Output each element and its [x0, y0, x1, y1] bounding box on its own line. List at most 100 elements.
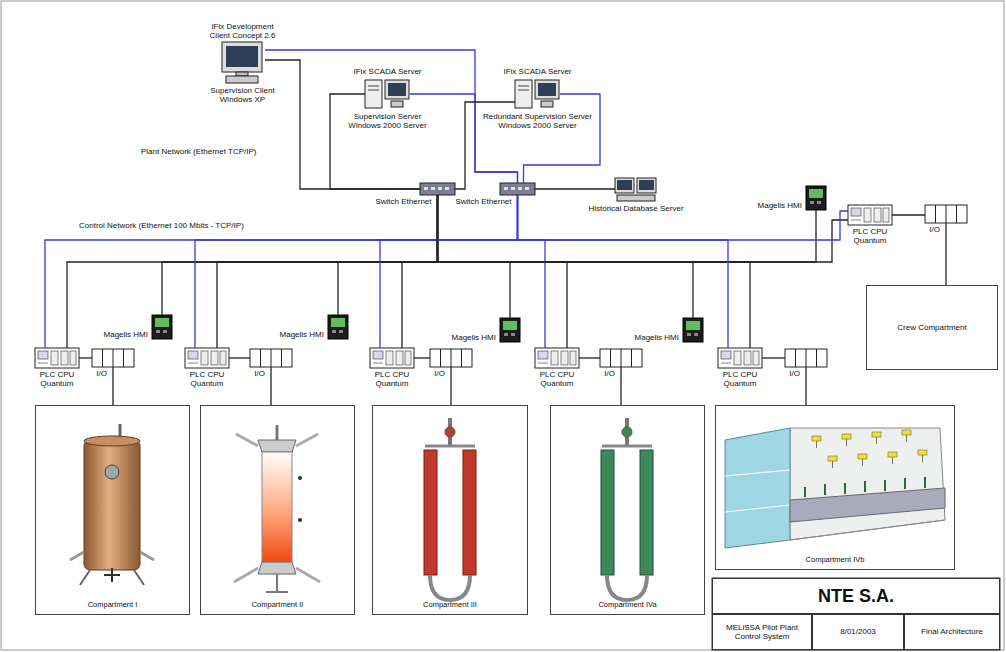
node-label: I/O [433, 369, 446, 378]
node-label: NTE S.A. [818, 586, 894, 607]
ethernet-switch: Switch Ethernet [500, 183, 535, 195]
network-link [438, 195, 511, 318]
node-label: MELiSSA Pilot Plant Control System [716, 623, 808, 641]
node-label: Magelis HMI [451, 333, 497, 342]
hmi-panel: Magelis HMI [806, 186, 826, 210]
node-label: Switch Ethernet [454, 197, 512, 206]
network-link [579, 357, 600, 358]
network-link [414, 357, 430, 358]
compartment-box: Compartment III [372, 405, 528, 615]
plc-cpu: PLC CPU Quantum [370, 348, 414, 368]
node-label: PLC CPU Quantum [184, 370, 230, 388]
network-link [67, 195, 438, 348]
node-label: Crew Compartment [897, 323, 966, 332]
plc-cpu: PLC CPU Quantum [535, 348, 579, 368]
node-label: Magelis HMI [103, 330, 149, 339]
hmi-panel: Magelis HMI [500, 318, 520, 342]
network-link [217, 195, 438, 348]
node-label: PLC CPU Quantum [717, 370, 763, 388]
node-label: Magelis HMI [757, 201, 803, 210]
database-server: Historical Database Server [615, 176, 657, 202]
network-link [195, 195, 518, 348]
plc-cpu: PLC CPU Quantum [35, 348, 79, 368]
network-link [892, 214, 925, 215]
network-link [338, 195, 438, 315]
network-label: Plant Network (Ethernet TCP/IP) [140, 147, 257, 156]
network-link [229, 357, 250, 358]
compartment-box: Compartment IVa [550, 405, 705, 615]
node-label: PLC CPU Quantum [34, 370, 80, 388]
node-label: I/O [95, 369, 108, 378]
node-label: Historical Database Server [581, 204, 691, 213]
node-label: Redundant Supervision Server Windows 200… [483, 112, 593, 130]
title-cell: NTE S.A. [712, 578, 1000, 614]
node-label: Compartment II [201, 601, 354, 610]
network-link [518, 195, 849, 240]
node-label: Supervision Client Windows XP [203, 86, 283, 104]
network-link [162, 195, 438, 315]
node-label: Magelis HMI [279, 330, 325, 339]
network-link [380, 195, 518, 348]
scada-server: IFix SCADA ServerRedundant Supervision S… [515, 78, 560, 110]
network-link [410, 94, 518, 183]
network-link [112, 367, 113, 405]
node-label: Compartment I [36, 601, 189, 610]
node-label: Magelis HMI [634, 333, 680, 342]
title-cell: 8/01/2003 [812, 614, 904, 650]
network-link [805, 367, 806, 405]
node-label: I/O [603, 369, 616, 378]
compartment-box: Compartment IVb [715, 405, 955, 570]
network-link [762, 357, 785, 358]
node-label: IFix SCADA Server [483, 67, 593, 76]
node-label: PLC CPU Quantum [847, 227, 893, 245]
network-link [438, 195, 849, 262]
network-link [402, 195, 438, 348]
node-label: PLC CPU Quantum [369, 370, 415, 388]
io-rack: I/O [92, 349, 134, 367]
network-link [518, 195, 546, 348]
node-label: I/O [928, 225, 941, 234]
network-link [438, 195, 568, 348]
node-label: PLC CPU Quantum [534, 370, 580, 388]
io-rack: I/O [600, 349, 642, 367]
node-label: IFix SCADA Server [343, 67, 433, 76]
network-link [620, 367, 621, 405]
node-label: Compartment IVa [551, 601, 704, 610]
compartment-box: Compartment I [35, 405, 190, 615]
network-label: Control Network (Ethernet 100 Mbits - TC… [78, 221, 245, 230]
node-label: Supervision Server Windows 2000 Server [343, 112, 433, 130]
network-link [79, 357, 92, 358]
title-cell: Final Architecture [904, 614, 1000, 650]
title-cell: MELiSSA Pilot Plant Control System [712, 614, 812, 650]
hmi-panel: Magelis HMI [683, 318, 703, 342]
ethernet-switch: Switch Ethernet [420, 183, 455, 195]
io-rack: I/O [785, 349, 827, 367]
network-link [265, 50, 518, 183]
network-link [535, 188, 615, 189]
node-label: Compartment IVb [716, 556, 954, 565]
node-label: I/O [253, 369, 266, 378]
network-link [450, 367, 451, 405]
node-label: IFix Development Client Concept 2.6 [203, 22, 283, 40]
hmi-panel: Magelis HMI [152, 315, 172, 339]
network-link [438, 195, 817, 262]
compartment-box: Crew Compartment [866, 285, 998, 370]
network-link [438, 195, 751, 348]
node-label: I/O [788, 369, 801, 378]
node-label: 8/01/2003 [840, 627, 876, 636]
node-label: Compartment III [373, 601, 527, 610]
network-link [524, 94, 601, 183]
compartment-box: Compartment II [200, 405, 355, 615]
hmi-panel: Magelis HMI [328, 315, 348, 339]
plc-cpu: PLC CPU Quantum [185, 348, 229, 368]
node-label: Final Architecture [921, 627, 983, 636]
io-rack: I/O [250, 349, 292, 367]
network-link [330, 94, 420, 189]
network-link [438, 195, 694, 318]
plc-cpu: PLC CPU Quantum [718, 348, 762, 368]
io-rack: I/O [430, 349, 472, 367]
